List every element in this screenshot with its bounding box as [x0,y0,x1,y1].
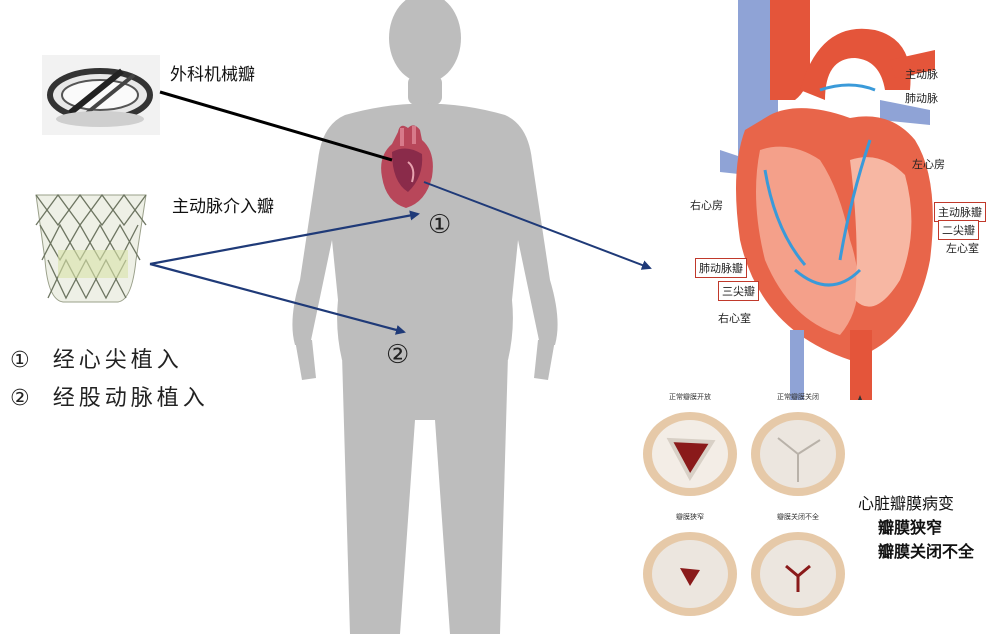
label-aorta: 主动脉 [905,68,938,81]
label-pulmonary-artery: 肺动脉 [905,92,938,105]
arrow-transfemoral [149,262,406,335]
mechanical-valve-image [42,55,160,135]
route-legend-2: ② 经股动脉植入 [10,380,209,412]
route-2-text: 经股动脉植入 [52,386,209,411]
label-right-ventricle: 右心室 [718,312,751,325]
heart-anatomy-image [720,0,935,400]
valve-regurgitation-image [751,532,845,616]
body-heart-image [381,125,433,208]
route-legend-1: ① 经心尖植入 [10,342,183,374]
valve-title-normal-open: 正常瓣膜开放 [669,393,711,401]
marker-two: ② [386,340,410,370]
arrow-transapical [149,210,420,266]
valve-normal-open-image [643,412,737,496]
valve-panel-regurgitation: 瓣膜关闭不全 [748,512,848,624]
valve-title-normal-closed: 正常瓣膜关闭 [777,393,819,401]
valve-title-stenosis: 瓣膜狭窄 [676,513,704,521]
label-tricuspid-valve: 三尖瓣 [718,281,759,301]
mechanical-connector-line [159,90,393,162]
label-left-atrium: 左心房 [912,158,945,171]
disease-title: 心脏瓣膜病变 [858,494,955,513]
valve-normal-closed-image [751,412,845,496]
human-silhouette [292,0,558,634]
label-left-ventricle: 左心室 [946,242,979,255]
valve-title-regurgitation: 瓣膜关闭不全 [777,513,819,521]
disease-item-regurgitation: 瓣膜关闭不全 [878,542,975,561]
label-aortic-valve: 主动脉瓣 [934,202,986,222]
label-right-atrium: 右心房 [690,199,723,212]
disease-item-stenosis: 瓣膜狭窄 [878,518,943,537]
tavr-valve-label: 主动脉介入瓣 [172,197,274,217]
route-2-marker: ② [10,386,34,411]
valve-panel-normal-closed: 正常瓣膜关闭 [748,392,848,504]
label-pulmonary-valve: 肺动脉瓣 [695,258,747,278]
route-1-marker: ① [10,348,34,373]
label-mitral-valve: 二尖瓣 [938,220,979,240]
valve-panel-normal-open: 正常瓣膜开放 [640,392,740,504]
valve-stenosis-image [643,532,737,616]
arrow-to-heart-detail [423,181,652,270]
route-1-text: 经心尖植入 [52,348,183,373]
mechanical-valve-label: 外科机械瓣 [170,65,255,85]
marker-one: ① [428,210,452,240]
tavr-valve-image [28,190,153,310]
valve-panel-stenosis: 瓣膜狭窄 [640,512,740,624]
